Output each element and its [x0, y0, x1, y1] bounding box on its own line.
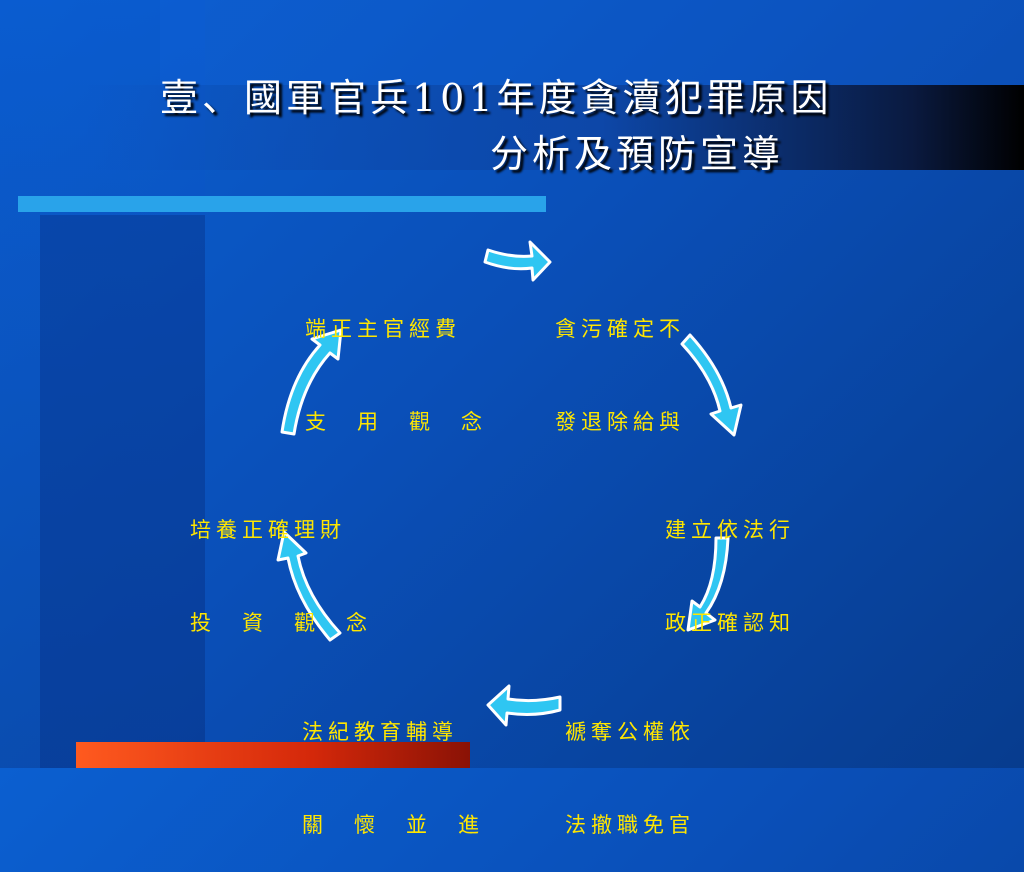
node-line: 建立依法行 — [665, 518, 795, 542]
node-line: 貪污確定不 — [555, 317, 685, 341]
node-line: 端正主官經費 — [305, 317, 461, 341]
node-top-left: 端正主官經費 支 用 觀 念 — [305, 252, 487, 469]
node-right: 建立依法行 政正確認知 — [665, 453, 795, 670]
node-line: 政正確認知 — [665, 611, 795, 635]
curved-arrow-icon — [486, 684, 562, 727]
node-line: 關 懷 並 進 — [302, 813, 484, 837]
node-line: 法紀教育輔導 — [302, 720, 458, 744]
node-left: 培養正確理財 投 資 觀 念 — [190, 453, 372, 670]
node-top-right: 貪污確定不 發退除給與 — [555, 252, 685, 469]
node-line: 支 用 觀 念 — [305, 410, 487, 434]
node-line: 發退除給與 — [555, 410, 685, 434]
footer-bar — [76, 742, 470, 768]
node-bottom-left: 法紀教育輔導 關 懷 並 進 — [302, 655, 484, 872]
slide-title: 壹、國軍官兵101年度貪瀆犯罪原因 分析及預防宣導 — [160, 70, 920, 182]
accent-rule — [18, 196, 546, 212]
cycle-arrows — [276, 240, 743, 727]
node-line: 培養正確理財 — [190, 518, 346, 542]
left-shadow-band — [40, 215, 205, 768]
slide-title-line2: 分析及預防宣導 — [490, 132, 785, 176]
title-gradient-bar — [85, 85, 1024, 170]
node-bottom-right: 褫奪公權依 法撤職免官 — [565, 655, 695, 872]
node-line: 褫奪公權依 — [565, 720, 695, 744]
slide-title-line1: 壹、國軍官兵101年度貪瀆犯罪原因 — [160, 76, 833, 120]
node-line: 投 資 觀 念 — [190, 611, 372, 635]
curved-arrow-icon — [686, 536, 730, 632]
curved-arrow-icon — [680, 333, 743, 437]
title-top-panel — [160, 0, 1024, 85]
node-line: 法撤職免官 — [565, 813, 695, 837]
curved-arrow-icon — [276, 530, 342, 642]
curved-arrow-icon — [280, 328, 343, 436]
curved-arrow-icon — [483, 240, 552, 282]
